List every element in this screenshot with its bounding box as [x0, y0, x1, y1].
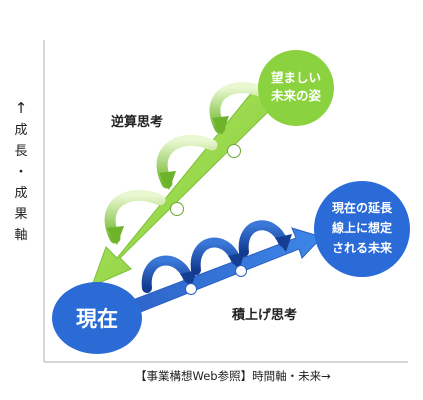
current-node-label: 現在	[76, 307, 118, 331]
ideal-future-label-1: 望ましい	[271, 70, 321, 85]
vertical-axis-char: 成	[14, 123, 28, 138]
horizontal-axis-caption: 【事業構想Web参照】時間軸・未来→	[135, 369, 331, 383]
blue-step-dot	[235, 265, 247, 277]
extension-future-label-3: される未来	[332, 240, 393, 255]
forecasting-label: 積上げ思考	[231, 307, 297, 323]
ideal-future-label-2: 未来の姿	[270, 88, 322, 103]
ideal-future-node	[258, 50, 334, 126]
blue-hook-head	[228, 252, 245, 270]
green-hook-head	[159, 171, 176, 190]
forecast-hook-arcs	[141, 220, 292, 293]
green-step-dot	[227, 144, 241, 158]
vertical-axis-char: 軸	[14, 228, 28, 243]
green-hook-head	[212, 116, 229, 135]
blue-hook-head	[180, 270, 197, 288]
extension-future-node	[314, 181, 410, 277]
vertical-axis-char: 長	[14, 144, 28, 159]
blue-hook-head	[275, 234, 292, 252]
vertical-axis-char: 果	[14, 207, 28, 222]
extension-future-label-2: 線上に想定	[332, 220, 392, 235]
current-node	[52, 282, 142, 354]
forecast-arrow	[121, 227, 323, 318]
green-step-dot	[170, 202, 184, 216]
backcasting-label: 逆算思考	[111, 114, 163, 130]
vertical-axis-char: ・	[14, 165, 28, 180]
blue-hook-arc	[190, 237, 241, 275]
blue-hook-arc	[141, 255, 193, 293]
blue-step-dot	[185, 283, 197, 295]
vertical-axis-char: 成	[14, 186, 28, 201]
vertical-axis-label: ↑ 成 長 ・ 成 果 軸	[9, 100, 33, 246]
backcast-arrow	[91, 79, 282, 287]
vertical-axis-arrow: ↑	[14, 99, 28, 117]
green-hook-head	[107, 226, 124, 245]
extension-future-label-1: 現在の延長	[332, 200, 393, 215]
backcast-hook-arcs	[104, 82, 268, 245]
blue-hook-arc	[238, 220, 288, 257]
